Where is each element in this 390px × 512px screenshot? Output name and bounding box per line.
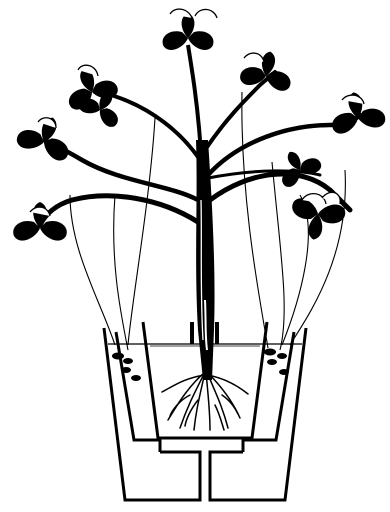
leaf-cluster-upper-right	[239, 47, 295, 92]
leaf-cluster-mid-right	[327, 88, 386, 135]
leaf-cluster-top	[163, 9, 217, 50]
root-system	[162, 372, 248, 430]
nodules-right	[264, 349, 289, 376]
leaf-cluster-lower-right	[287, 192, 346, 244]
nodules-left	[112, 353, 141, 382]
